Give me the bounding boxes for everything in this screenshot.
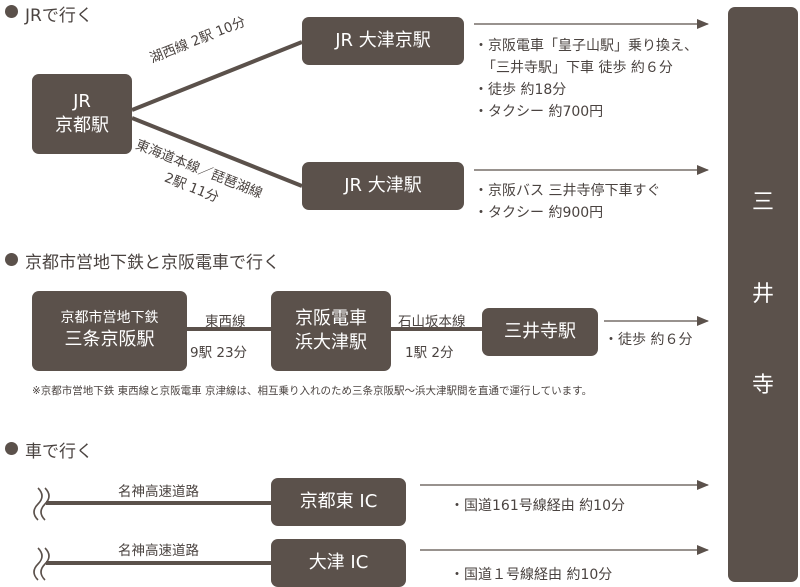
- seg1-time: 9駅 23分: [190, 345, 248, 361]
- section-bullet-car: [5, 442, 18, 455]
- note-route-161: ・国道161号線経由 約10分: [450, 498, 625, 514]
- note-item: ・タクシー 約900円: [474, 205, 604, 221]
- section-header-jr: JRで行く: [25, 6, 93, 26]
- node-otsu-ic: 大津 IC: [271, 539, 406, 587]
- section-bullet-jr: [5, 5, 18, 18]
- notes-otsukyo: ・京阪電車「皇子山駅」乗り換え、 「三井寺駅」下車 徒歩 約６分 ・徒歩 約18…: [474, 35, 698, 123]
- road-break-2: [33, 547, 50, 581]
- node-hamaotsu: 京阪電車 浜大津駅: [271, 291, 391, 371]
- seg1-line: 東西線: [205, 314, 246, 330]
- footnote: ※京都市営地下鉄 東西線と京阪電車 京津線は、相互乗り入れのため三条京阪駅〜浜大…: [32, 385, 593, 397]
- road-label-1: 名神高速道路: [118, 484, 199, 500]
- note-item: ・京阪電車「皇子山駅」乗り換え、: [474, 38, 698, 54]
- branch-line-bottom: [131, 116, 303, 188]
- section-header-car: 車で行く: [25, 442, 93, 462]
- destination-char: 三: [751, 190, 774, 216]
- destination-char: 井: [751, 281, 774, 307]
- note-item: ・タクシー 約700円: [474, 104, 604, 120]
- destination-char: 寺: [751, 372, 774, 398]
- note-walk: ・徒歩 約６分: [604, 332, 693, 348]
- node-jr-otsu: JR 大津駅: [302, 162, 464, 210]
- notes-otsu: ・京阪バス 三井寺停下車すぐ ・タクシー 約900円: [474, 180, 660, 224]
- section-header-subway: 京都市営地下鉄と京阪電車で行く: [25, 253, 280, 273]
- road-break-1: [33, 487, 50, 521]
- node-sanjo-keihan-line2: 三条京阪駅: [64, 329, 155, 351]
- node-jr-kyoto: JR 京都駅: [32, 74, 132, 154]
- note-item: 「三井寺駅」下車 徒歩 約６分: [482, 60, 673, 76]
- node-sanjo-keihan-line1: 京都市営地下鉄: [60, 310, 159, 327]
- node-hamaotsu-line2: 浜大津駅: [295, 332, 367, 353]
- note-route-1: ・国道１号線経由 約10分: [450, 567, 613, 583]
- node-hamaotsu-line1: 京阪電車: [295, 307, 367, 329]
- seg2-line: 石山坂本線: [398, 314, 466, 330]
- node-jr-otsukyo: JR 大津京駅: [302, 17, 464, 65]
- node-sanjo-keihan: 京都市営地下鉄 三条京阪駅: [32, 291, 187, 371]
- branch-line-top: [131, 40, 303, 112]
- road-label-2: 名神高速道路: [118, 543, 199, 559]
- node-miidera-station: 三井寺駅: [482, 308, 598, 356]
- node-miidera-temple: 三 井 寺: [728, 7, 798, 582]
- node-jr-kyoto-line2: 京都駅: [55, 115, 109, 136]
- section-bullet-subway: [5, 253, 18, 266]
- note-item: ・徒歩 約18分: [474, 82, 567, 98]
- node-kyoto-higashi-ic: 京都東 IC: [271, 478, 406, 526]
- note-item: ・京阪バス 三井寺停下車すぐ: [474, 183, 661, 199]
- seg2-time: 1駅 2分: [405, 345, 454, 361]
- node-jr-kyoto-line1: JR: [73, 90, 91, 112]
